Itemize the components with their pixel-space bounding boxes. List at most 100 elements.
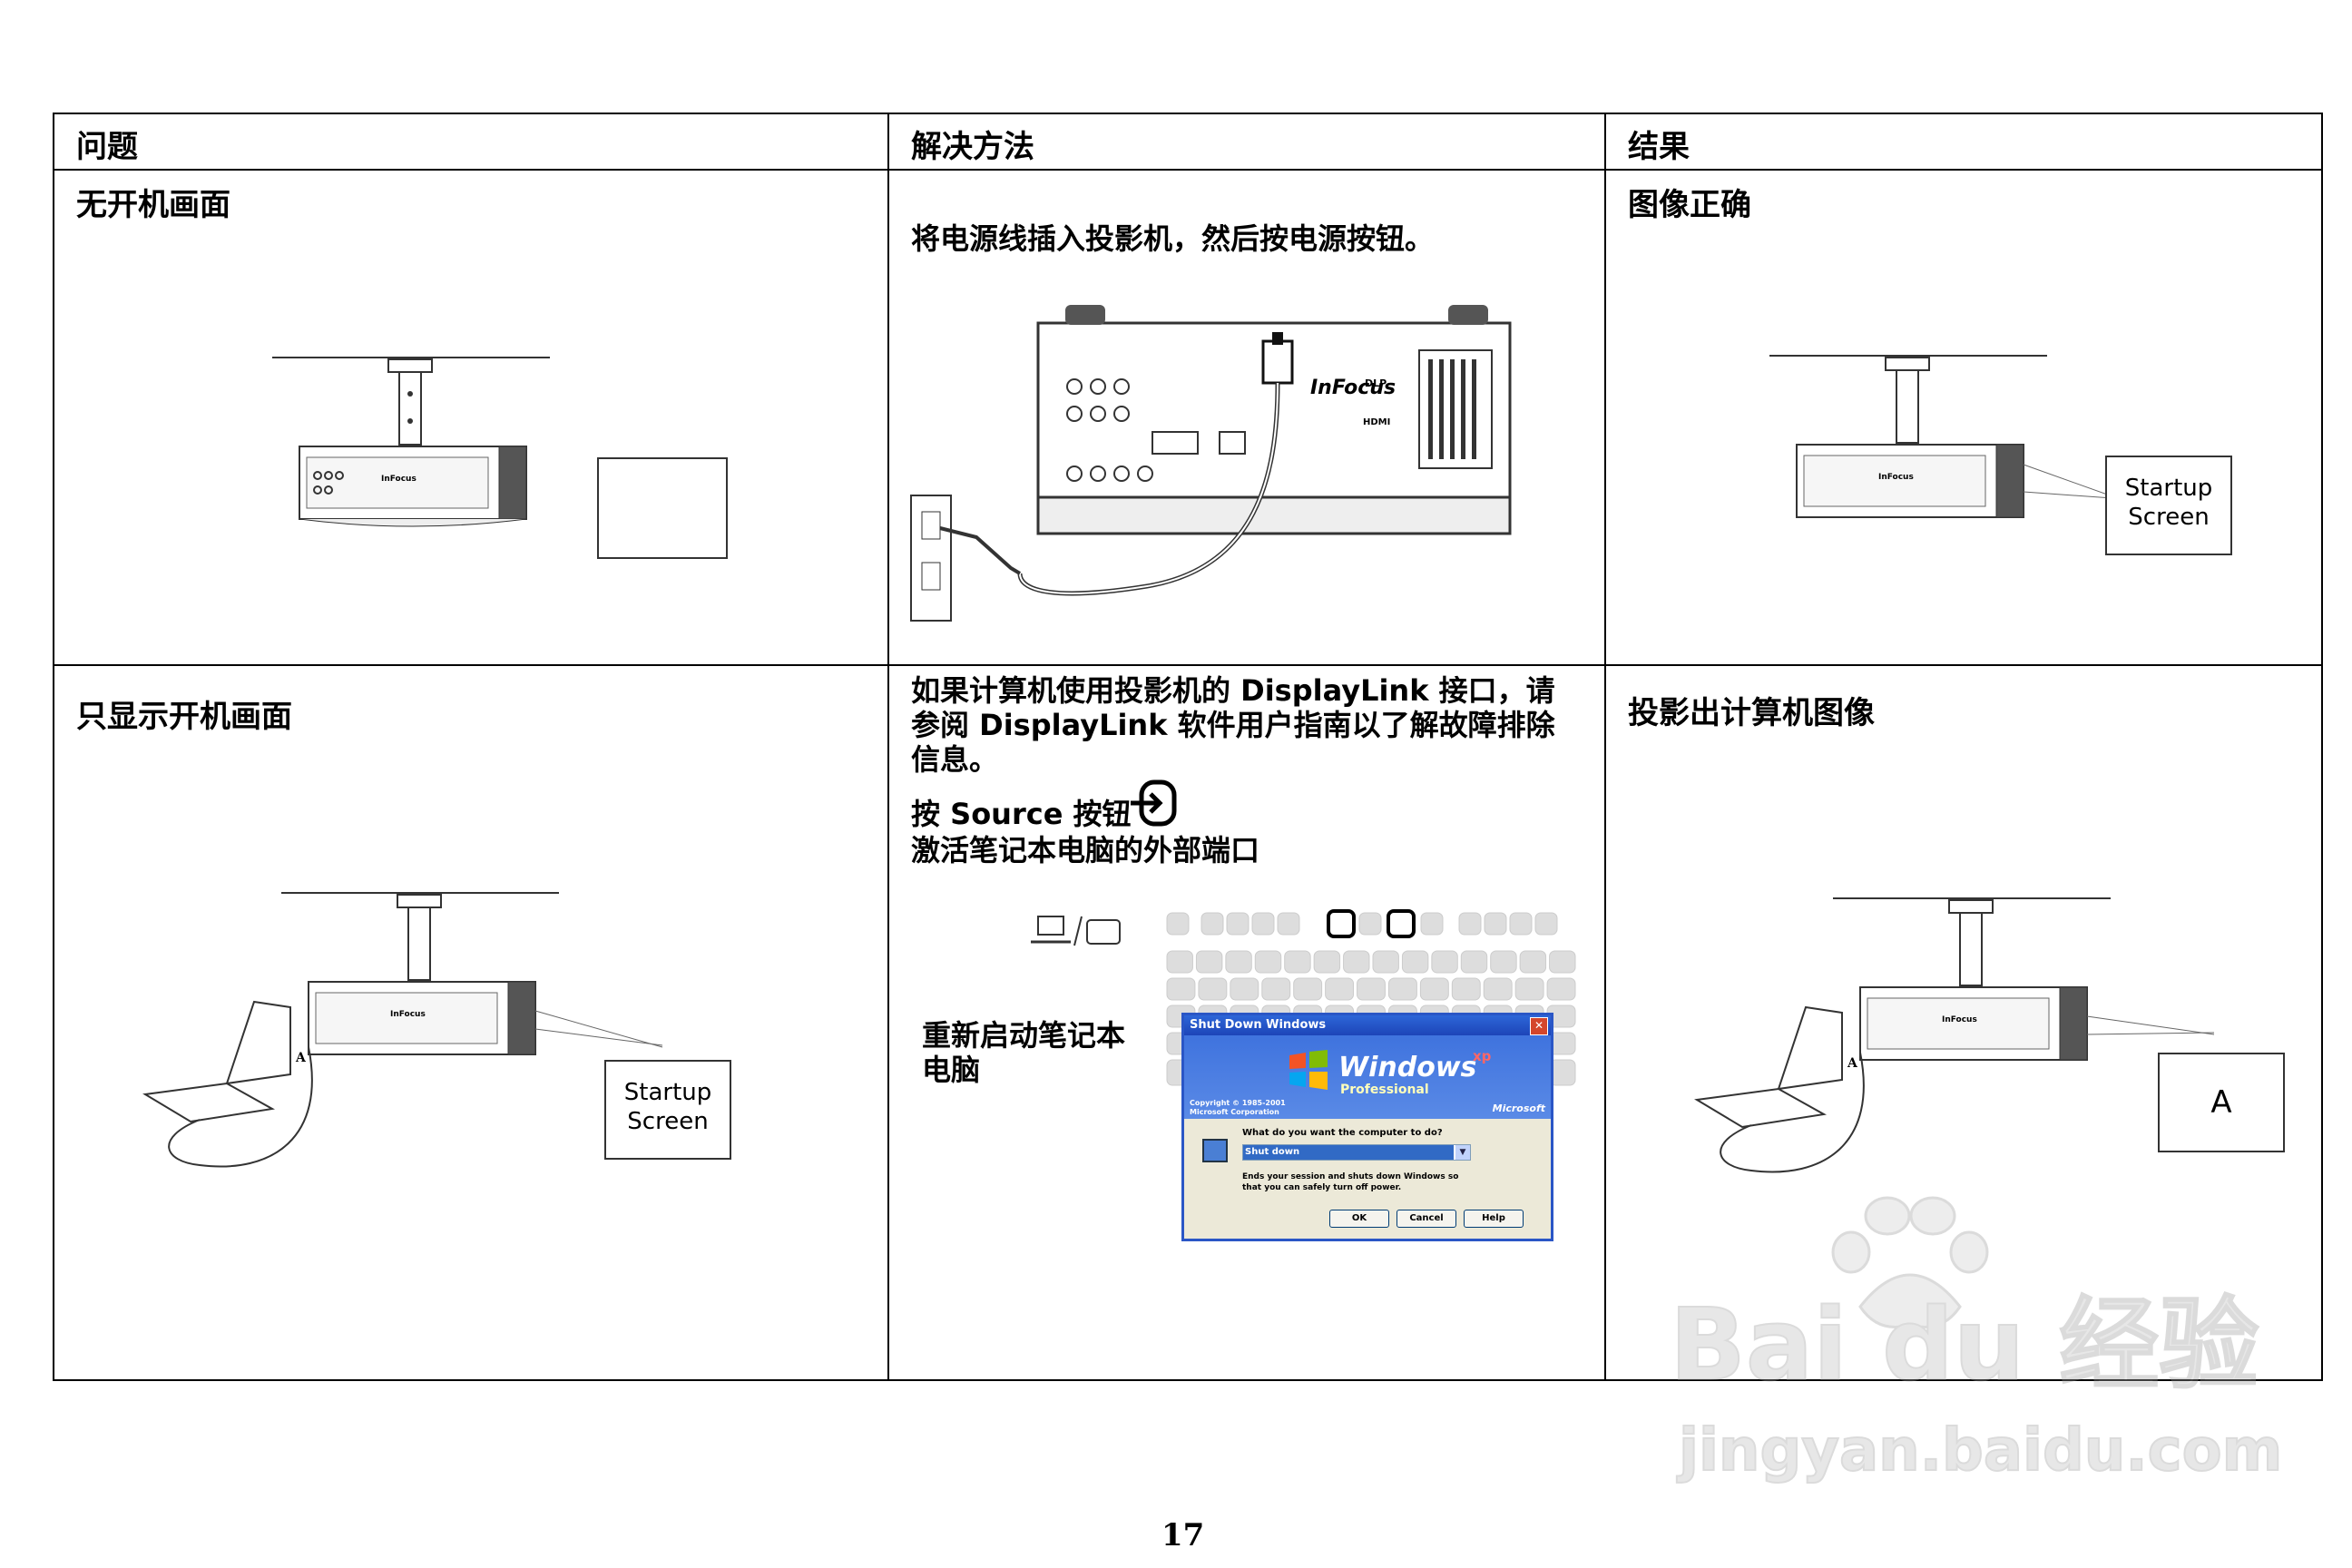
projector-brand-label: InFocus (1878, 473, 1914, 482)
row1-problem-cell: 无开机画面 InFocus (53, 169, 889, 666)
blank-screen (597, 457, 728, 559)
keyboard-key (1293, 977, 1323, 1001)
keyboard-key (1546, 977, 1576, 1001)
help-button[interactable]: Help (1464, 1210, 1524, 1228)
keyboard-key (1261, 977, 1291, 1001)
row2-result-cell: 投影出计算机图像 InFocus A A (1604, 664, 2323, 1381)
result-text: 图像正确 (1628, 187, 1751, 223)
source-icon (1131, 779, 1177, 827)
result-text: 投影出计算机图像 (1628, 695, 1875, 731)
keyboard-key (1387, 977, 1417, 1001)
keyboard-key (1431, 950, 1458, 974)
ceiling-projector-illustration: InFocus (272, 357, 550, 527)
keyboard-key (1195, 950, 1223, 974)
edition-label: Professional (1340, 1083, 1429, 1097)
displaylink-text-line2: 参阅 DisplayLink 软件用户指南以了解故障排除 (911, 708, 1555, 742)
page-number: 17 (1161, 1517, 1205, 1553)
keyboard-key (1534, 912, 1558, 936)
keyboard-key (1198, 977, 1228, 1001)
watermark-line2: jingyan.baidu.com (1676, 1417, 2282, 1485)
keyboard-key (1357, 977, 1386, 1001)
keyboard-key (1460, 950, 1488, 974)
projector-brand-label: InFocus (381, 475, 416, 484)
troubleshooting-table: 问题 解决方法 结果 无开机画面 InFocus 将电源线插入 (53, 113, 2323, 1381)
selected-option: Shut down (1243, 1145, 1454, 1160)
problem-text: 无开机画面 (76, 187, 230, 223)
row2-solution-cell: 如果计算机使用投影机的 DisplayLink 接口，请 参阅 DisplayL… (887, 664, 1606, 1381)
keyboard-key (1483, 977, 1513, 1001)
row1-solution-cell: 将电源线插入投影机，然后按电源按钮。 InFocus D (887, 169, 1606, 666)
keyboard-key (1313, 950, 1341, 974)
header-problem: 问题 (76, 129, 138, 165)
keyboard-key (1343, 950, 1370, 974)
startup-screen: Startup Screen (604, 1060, 731, 1160)
laptop-letter: A (295, 1051, 307, 1065)
activate-port-text: 激活笔记本电脑的外部端口 (911, 833, 1260, 867)
dialog-question: What do you want the computer to do? (1242, 1128, 1443, 1138)
header-cell-result: 结果 (1604, 113, 2323, 171)
shutdown-dialog: Shut Down Windows ✕ Windows xp Professio… (1181, 1013, 1553, 1241)
keyboard-key (1277, 912, 1300, 936)
keyboard-key (1230, 977, 1259, 1001)
restart-text-line2: 电脑 (922, 1053, 981, 1087)
projected-letter: A (2210, 1084, 2232, 1121)
computer-icon (1202, 1139, 1228, 1162)
startup-label-line1: Startup (623, 1079, 712, 1106)
keyboard-key (1200, 912, 1224, 936)
startup-label-line2: Screen (2128, 504, 2210, 531)
row2-problem-cell: 只显示开机画面 InFocus A Startup Screen (53, 664, 889, 1381)
windows-xp-banner: Windows xp Professional Copyright © 1985… (1184, 1035, 1551, 1119)
header-cell-solution: 解决方法 (887, 113, 1606, 171)
keyboard-key (1419, 977, 1449, 1001)
dialog-title-bar: Shut Down Windows ✕ (1184, 1015, 1551, 1035)
header-row: 问题 解决方法 结果 (53, 113, 2323, 171)
windows-wordmark: Windows (1338, 1052, 1477, 1083)
header-result: 结果 (1628, 129, 1690, 165)
keyboard-key (1519, 950, 1547, 974)
keyboard-key (1514, 977, 1544, 1001)
function-key-highlight (1327, 909, 1356, 938)
windows-flag-icon (1289, 1050, 1328, 1090)
keyboard-key (1401, 950, 1429, 974)
keyboard-key (1484, 912, 1507, 936)
cancel-button[interactable]: Cancel (1396, 1210, 1456, 1228)
laptop-projector-startup-illustration: InFocus A (142, 892, 663, 1168)
table-row: 无开机画面 InFocus 将电源线插入投影机，然后按电源按钮。 (53, 169, 2323, 666)
startup-screen: Startup Screen (2105, 456, 2232, 555)
restart-text-line1: 重新启动笔记本 (922, 1018, 1126, 1053)
projector-rear-power-cable-illustration: InFocus DLP HDMI (910, 305, 1512, 622)
chevron-down-icon[interactable]: ▼ (1455, 1145, 1470, 1160)
ok-button[interactable]: OK (1329, 1210, 1389, 1228)
keyboard-key (1358, 912, 1382, 936)
ceiling-projector-startup-illustration: InFocus (1769, 355, 2151, 518)
keyboard-key (1490, 950, 1517, 974)
projector-brand-label: InFocus (1942, 1015, 1977, 1024)
keyboard-key (1166, 912, 1190, 936)
projected-screen: A (2158, 1053, 2285, 1152)
keyboard-key (1509, 912, 1533, 936)
header-solution: 解决方法 (911, 129, 1034, 165)
shutdown-option-select[interactable]: Shut down ▼ (1242, 1144, 1471, 1161)
source-button-text: 按 Source 按钮 (911, 797, 1132, 831)
xp-mark: xp (1473, 1048, 1492, 1064)
dialog-description: Ends your session and shuts down Windows… (1242, 1172, 1459, 1192)
function-key-highlight (1387, 909, 1416, 938)
dialog-body: What do you want the computer to do? Shu… (1184, 1119, 1551, 1235)
projector-brand-label: InFocus (390, 1010, 426, 1019)
keyboard-key (1225, 950, 1252, 974)
keyboard-key (1372, 950, 1399, 974)
copyright-line1: Copyright © 1985-2001 (1190, 1099, 1286, 1107)
keyboard-key (1251, 912, 1275, 936)
close-icon[interactable]: ✕ (1530, 1017, 1548, 1035)
keyboard-key (1325, 977, 1355, 1001)
projector-brand-label: InFocus (1310, 377, 1396, 399)
dialog-title: Shut Down Windows (1190, 1018, 1327, 1032)
laptop-letter: A (1847, 1056, 1858, 1071)
problem-text: 只显示开机画面 (76, 699, 292, 735)
keyboard-key (1451, 977, 1481, 1001)
displaylink-text-line3: 信息。 (911, 742, 999, 777)
keyboard-key (1166, 977, 1196, 1001)
keyboard-key (1549, 950, 1576, 974)
laptop-projector-image-illustration: InFocus A (1694, 897, 2215, 1173)
watermark-line1: Bai du 经验 (1670, 1287, 2259, 1403)
